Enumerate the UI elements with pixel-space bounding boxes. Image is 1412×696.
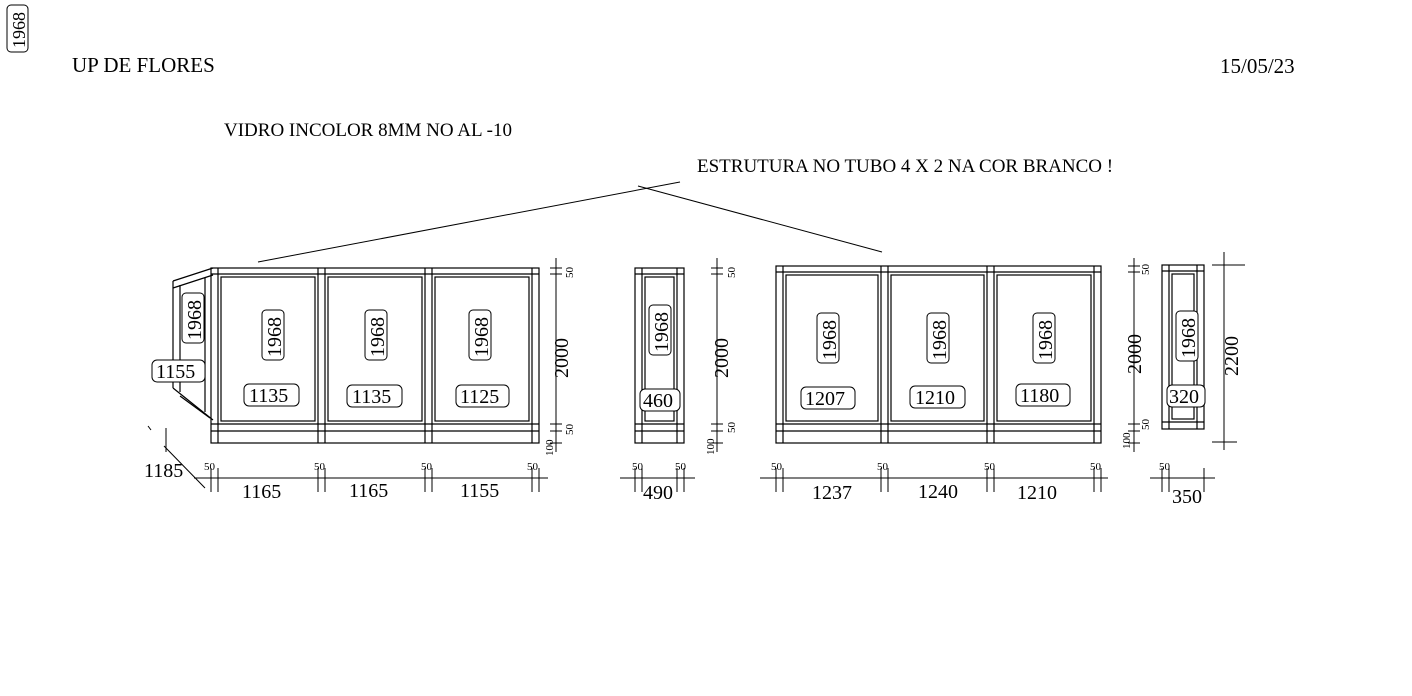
svg-text:50: 50: [632, 461, 644, 473]
panel-a-side-frame: [147, 267, 214, 489]
svg-text:1125: 1125: [460, 386, 499, 408]
panel-a-glass-2: 1968 1135: [346, 309, 403, 408]
structure-leader-lines: [257, 181, 883, 263]
svg-text:50: 50: [421, 461, 433, 473]
drawing-stamp: 1968: [6, 4, 29, 53]
panel-a-frame: [210, 267, 540, 444]
panel-c-width-dimension: 50 50 50 50 1237 1240 1210: [760, 461, 1108, 504]
panel-b: 1968 460 50 2000 50 100 50 50 490: [620, 258, 738, 504]
panel-b-glass: 1968 460: [639, 304, 681, 412]
panel-a-glass-3: 1968 1125: [455, 309, 510, 408]
svg-text:100: 100: [705, 438, 717, 455]
panel-a-width-dimension: 50 50 50 50 1165 1165 1155: [194, 461, 548, 503]
panel-d-glass: 1968 320: [1166, 310, 1206, 408]
panel-b-width-dimension: 50 50 490: [620, 461, 695, 504]
panel-c: 1968 1207 1968 1210 1968 1180 50 2000 50: [760, 258, 1152, 504]
svg-text:1968: 1968: [929, 320, 951, 360]
svg-text:1155: 1155: [460, 480, 499, 502]
svg-text:50: 50: [726, 422, 738, 434]
svg-text:1968: 1968: [367, 317, 389, 357]
svg-text:1207: 1207: [805, 388, 845, 410]
svg-text:2200: 2200: [1221, 336, 1243, 376]
svg-text:2000: 2000: [711, 338, 733, 378]
svg-text:50: 50: [984, 461, 996, 473]
panel-b-height-dimension: 50 2000 50 100: [705, 258, 738, 455]
svg-text:1968: 1968: [184, 300, 206, 340]
panel-c-height-dimension: 50 2000 50 100: [1121, 258, 1152, 452]
panel-c-glass-1: 1968 1207: [800, 312, 856, 410]
glass-note: VIDRO INCOLOR 8MM NO AL -10: [224, 120, 512, 141]
svg-text:2000: 2000: [551, 338, 573, 378]
svg-text:320: 320: [1169, 386, 1199, 408]
panel-c-frame: [775, 265, 1102, 444]
svg-text:1968: 1968: [1035, 320, 1057, 360]
svg-text:490: 490: [643, 482, 673, 504]
svg-text:50: 50: [314, 461, 326, 473]
svg-text:1180: 1180: [1020, 385, 1059, 407]
project-title: UP DE FLORES: [72, 53, 215, 77]
svg-text:1210: 1210: [1017, 482, 1057, 504]
svg-text:1968: 1968: [651, 312, 673, 352]
svg-text:1135: 1135: [249, 385, 288, 407]
svg-text:350: 350: [1172, 486, 1202, 508]
svg-text:1165: 1165: [242, 481, 281, 503]
svg-text:1135: 1135: [352, 386, 391, 408]
panel-a: 1968 1155 1185 1968 1135: [144, 258, 576, 503]
svg-text:1210: 1210: [915, 387, 955, 409]
svg-text:50: 50: [675, 461, 687, 473]
svg-text:50: 50: [204, 461, 216, 473]
svg-text:1968: 1968: [1178, 318, 1200, 358]
panel-c-glass-2: 1968 1210: [909, 312, 966, 409]
svg-text:1237: 1237: [812, 482, 852, 504]
svg-text:50: 50: [1140, 419, 1152, 431]
panel-d-height-dimension: 2200: [1212, 252, 1245, 450]
svg-text:460: 460: [643, 390, 673, 412]
panel-b-frame: [634, 267, 685, 444]
svg-text:50: 50: [1159, 461, 1171, 473]
svg-text:1968: 1968: [819, 320, 841, 360]
svg-text:50: 50: [564, 424, 576, 436]
svg-text:50: 50: [1140, 264, 1152, 276]
svg-text:50: 50: [877, 461, 889, 473]
panel-a-side-width: 1155: [151, 359, 206, 383]
panel-a-height-dimension: 50 2000 50 100: [544, 258, 576, 456]
structure-note: ESTRUTURA NO TUBO 4 X 2 NA COR BRANCO !: [697, 156, 1113, 177]
svg-text:50: 50: [564, 267, 576, 279]
panel-d-width-dimension: 50 350: [1150, 461, 1215, 508]
svg-text:1240: 1240: [918, 481, 958, 503]
svg-text:1165: 1165: [349, 480, 388, 502]
panel-a-side-depth: 1185: [144, 460, 183, 482]
svg-text:50: 50: [726, 267, 738, 279]
svg-text:1968: 1968: [264, 317, 286, 357]
svg-text:2000: 2000: [1124, 334, 1146, 374]
drawing-date: 15/05/23: [1220, 54, 1295, 78]
svg-text:1968: 1968: [471, 317, 493, 357]
svg-text:50: 50: [1090, 461, 1102, 473]
panel-d: 1968 320 2200 50 350: [1150, 252, 1245, 508]
svg-text:50: 50: [771, 461, 783, 473]
svg-text:100: 100: [1121, 432, 1133, 449]
panel-a-side-height: 1968: [181, 292, 206, 344]
panel-c-glass-3: 1968 1180: [1015, 312, 1071, 407]
svg-text:1155: 1155: [156, 361, 195, 383]
svg-text:100: 100: [544, 439, 556, 456]
svg-text:50: 50: [527, 461, 539, 473]
stamp-text: 1968: [9, 12, 29, 48]
panel-a-glass-1: 1968 1135: [243, 309, 300, 407]
